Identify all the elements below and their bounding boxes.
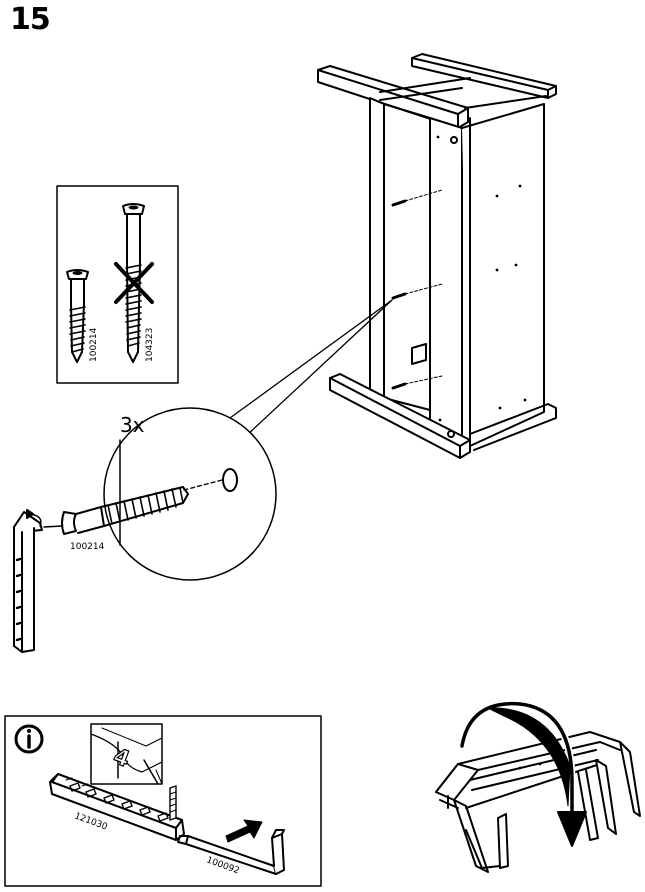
- info-panel: [4, 715, 322, 887]
- hole-icon: [222, 468, 238, 492]
- tool-handle-icon: [49, 773, 185, 841]
- furniture-frame-drawing: [317, 53, 557, 459]
- info-icon: [14, 724, 44, 754]
- part-number-100214: 100214: [89, 327, 99, 362]
- screw-part-label: 100214: [70, 542, 105, 552]
- cross-mark-icon: [114, 262, 154, 304]
- screw-insert-icon: [61, 486, 189, 535]
- step-number: 15: [10, 2, 51, 37]
- quantity-label: 3x: [120, 413, 145, 437]
- detail-callout: [13, 299, 393, 653]
- handle-part-label: 121030: [73, 811, 109, 832]
- part-number-104323: 104323: [145, 328, 155, 362]
- arrow-left-icon: [225, 819, 263, 843]
- screw-identification-panel: [56, 185, 179, 384]
- hex-key-icon: [13, 509, 63, 653]
- flip-illustration: [435, 700, 641, 873]
- allen-key-icon: [177, 829, 285, 875]
- rotate-arrow-icon: [458, 700, 587, 847]
- screw-100214-icon: [66, 269, 89, 363]
